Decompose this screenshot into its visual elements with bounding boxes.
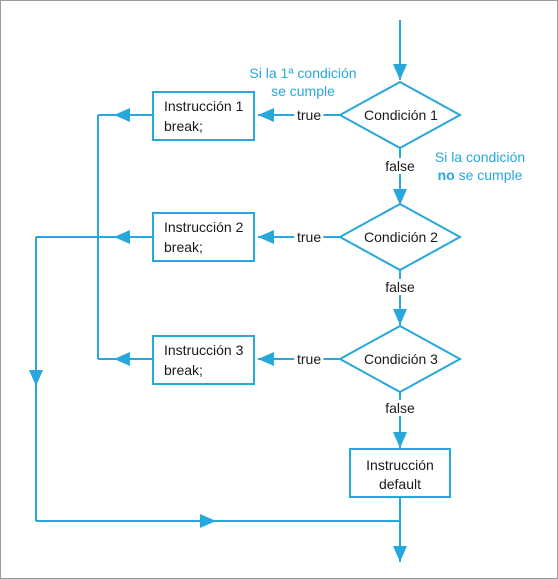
- condition-diamond: [337, 80, 463, 150]
- instruction-line-2: break;: [164, 239, 203, 255]
- instruction-rect: [152, 212, 255, 262]
- arrow-left-exit-3: [114, 352, 130, 366]
- instruction-3-box: Instrucción 3 break;: [152, 335, 255, 385]
- note-line-2: no se cumple: [438, 167, 523, 183]
- note-line-2: se cumple: [271, 83, 335, 99]
- default-instruction-box: Instrucción default: [349, 448, 451, 498]
- instruction-line-2: break;: [164, 118, 203, 134]
- arrow-down-false-2: [393, 309, 407, 325]
- arrow-left-true-1: [258, 108, 274, 122]
- false-label-1: false: [385, 158, 415, 174]
- arrowheads: [29, 64, 407, 562]
- note-line-2-rest: se cumple: [455, 167, 523, 183]
- true-label-3: true: [297, 351, 321, 367]
- condition-1-node: Condición 1: [337, 80, 463, 150]
- true-label-2: true: [297, 229, 321, 245]
- instruction-line-1: Instrucción 1: [164, 98, 244, 114]
- condition-diamond: [337, 324, 463, 394]
- note-condition-not-met: Si la condición no se cumple: [435, 149, 525, 183]
- arrow-right-merge: [200, 514, 216, 528]
- arrow-left-true-3: [258, 352, 274, 366]
- note-first-condition-met: Si la 1ª condición se cumple: [249, 65, 356, 99]
- arrow-down-outer-rail: [29, 370, 43, 386]
- arrow-down-entry: [393, 64, 407, 80]
- arrow-left-exit-1: [114, 108, 130, 122]
- note-line-1: Si la 1ª condición: [249, 65, 356, 81]
- instruction-line-1: Instrucción 3: [164, 342, 244, 358]
- arrow-down-false-3: [393, 432, 407, 448]
- instruction-rect: [152, 91, 255, 141]
- condition-diamond: [337, 202, 463, 272]
- arrow-down-false-1: [393, 189, 407, 205]
- condition-3-node: Condición 3: [337, 324, 463, 394]
- instruction-2-box: Instrucción 2 break;: [152, 212, 255, 262]
- condition-label: Condición 3: [364, 351, 438, 367]
- note-line-1: Si la condición: [435, 149, 525, 165]
- arrow-left-exit-2: [114, 230, 130, 244]
- note-bold-word: no: [438, 167, 455, 183]
- arrow-left-true-2: [258, 230, 274, 244]
- condition-label: Condición 1: [364, 107, 438, 123]
- instruction-1-box: Instrucción 1 break;: [152, 91, 255, 141]
- instruction-rect: [349, 448, 451, 498]
- instruction-line-2: break;: [164, 362, 203, 378]
- condition-label: Condición 2: [364, 229, 438, 245]
- true-label-1: true: [297, 107, 321, 123]
- false-label-2: false: [385, 279, 415, 295]
- arrow-down-exit: [393, 546, 407, 562]
- instruction-line-2: default: [379, 476, 421, 492]
- instruction-rect: [152, 335, 255, 385]
- condition-2-node: Condición 2: [337, 202, 463, 272]
- false-label-3: false: [385, 400, 415, 416]
- instruction-line-1: Instrucción 2: [164, 219, 244, 235]
- instruction-line-1: Instrucción: [366, 457, 434, 473]
